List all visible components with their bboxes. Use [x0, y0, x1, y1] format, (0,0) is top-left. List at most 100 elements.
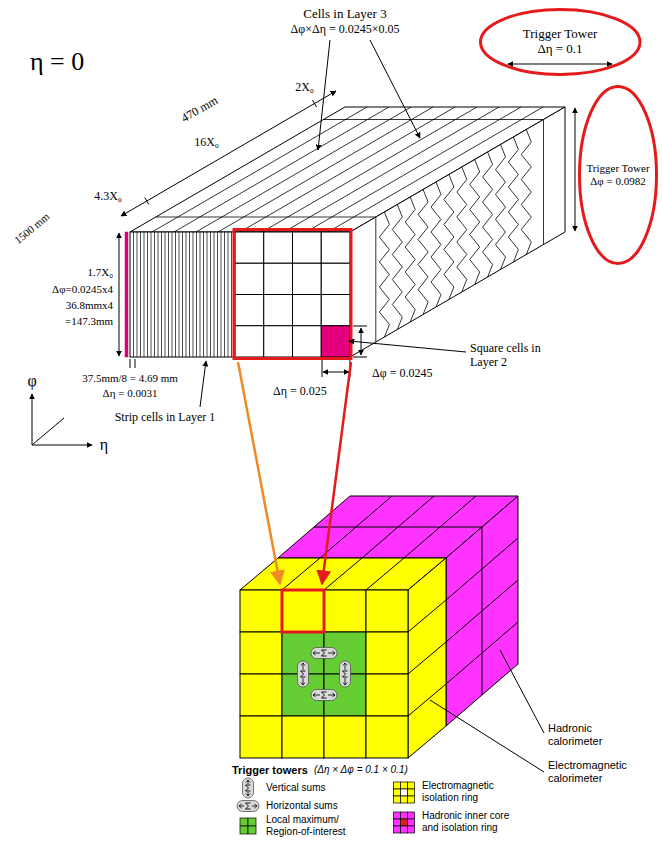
swatch-cell	[394, 796, 401, 803]
swatch-cell	[401, 782, 408, 789]
strip-cell	[168, 232, 169, 357]
tower-boundary	[282, 558, 320, 590]
isolation-tower	[324, 716, 366, 758]
accordion-absorber	[444, 175, 454, 300]
swatch-cell	[401, 812, 408, 819]
sigma-symbol	[246, 803, 251, 809]
legend-title: Trigger towers	[232, 764, 308, 777]
axis-arrow	[32, 394, 33, 445]
trigger-tower-ellipse: Trigger TowerΔη = 0.1	[479, 8, 642, 76]
layer2-cell	[235, 295, 264, 326]
sigma-symbol	[322, 692, 327, 698]
sum-arrow	[333, 693, 336, 697]
trigger-tower-ellipse: Trigger TowerΔφ = 0.0982	[578, 85, 658, 265]
layer3-cell-boundary	[152, 107, 367, 232]
strip-cell	[137, 232, 138, 357]
layer1-label: Strip cells in Layer 1	[115, 411, 216, 425]
strip-cell	[161, 232, 162, 357]
phi-dimension: Δφ=0.0245x4	[52, 283, 113, 296]
leader-line	[370, 40, 420, 138]
layer2-cell	[264, 263, 293, 294]
strip-cell	[179, 232, 180, 357]
dimension-tick	[353, 357, 367, 358]
accordion-absorber	[521, 130, 531, 255]
strip-cell	[217, 232, 218, 357]
layer2-cell	[321, 295, 350, 326]
strip-cell	[221, 232, 222, 357]
strip-cell	[189, 232, 190, 357]
accordion-absorber	[379, 212, 389, 337]
em-label: Electromagnetic calorimeter	[548, 759, 658, 784]
swatch-cell	[394, 812, 401, 819]
calorimeter-side-face	[350, 107, 565, 357]
tower-boundary	[324, 558, 362, 590]
accordion-absorber	[418, 190, 428, 315]
leader-line	[349, 341, 466, 352]
isolation-tower	[240, 632, 282, 674]
legend-item: Horizontal sums	[236, 800, 386, 812]
swatch-cell	[401, 796, 408, 803]
strip-cell	[154, 232, 155, 357]
tower-label: Δφ = 0.0982	[586, 175, 650, 188]
accordion-absorber	[457, 167, 467, 292]
axis-arrow	[32, 445, 92, 446]
dimension-tick	[145, 198, 149, 205]
dimension-tick	[130, 359, 131, 368]
sum-arrow	[301, 663, 305, 666]
sigma-symbol	[246, 785, 251, 791]
phi-dimension: 36.8mmx4	[66, 299, 113, 312]
swatch-cell	[394, 782, 401, 789]
tower-boundary	[408, 600, 446, 632]
isolation-tower	[366, 590, 408, 632]
layer2-cell	[321, 263, 350, 294]
sum-capsule	[298, 661, 309, 687]
layer2-cell	[264, 326, 293, 357]
region-of-interest-tower	[324, 632, 366, 674]
swatch-cell	[401, 819, 408, 826]
layer2-cell	[235, 326, 264, 357]
strip-cell	[203, 232, 204, 357]
dimension-line	[119, 233, 120, 356]
strip-cell	[147, 232, 148, 357]
highlight-square	[282, 590, 324, 632]
tower-label: Δη = 0.1	[495, 42, 625, 57]
axis-label: φ	[27, 372, 36, 390]
leader-line	[200, 361, 206, 407]
legend-item: Local maximum/ Region-of-interest	[236, 814, 366, 838]
tower-boundary	[366, 558, 404, 590]
strip-cell	[196, 232, 197, 357]
layer-boundary	[375, 217, 376, 342]
sum-arrow	[239, 804, 242, 808]
accordion-absorber	[405, 197, 415, 322]
em-side-face	[408, 558, 446, 758]
strip-size: Δη = 0.0031	[103, 387, 158, 400]
dimension-line	[575, 108, 576, 231]
layer2-cell	[293, 326, 322, 357]
strip-cell	[210, 232, 211, 357]
strip-cell	[207, 232, 208, 357]
dimension-line	[323, 372, 349, 373]
layer2-cell	[293, 232, 322, 263]
legend-item: Vertical sums	[236, 778, 386, 798]
layer2-cell	[321, 232, 350, 263]
layer3-cell-boundary	[262, 107, 477, 232]
isolation-tower	[324, 590, 366, 632]
strip-cell	[186, 232, 187, 357]
depth-dimension: 470 mm	[179, 94, 220, 126]
radiation-length: 16X₀	[194, 136, 219, 150]
strip-cell	[158, 232, 159, 357]
tower-label: Trigger Tower	[586, 162, 650, 175]
isolation-tower	[240, 716, 282, 758]
legend-text: Electromagnetic isolation ring	[422, 780, 527, 804]
swatch-cell	[408, 782, 415, 789]
dimension-line	[361, 328, 362, 355]
strip-cell	[214, 232, 215, 357]
layer2-cell	[264, 232, 293, 263]
leader-line	[430, 700, 544, 772]
isolation-tower	[282, 716, 324, 758]
sum-arrow	[343, 683, 347, 686]
dimension-tick	[135, 359, 136, 368]
layer2-cell	[264, 295, 293, 326]
layer-boundary	[543, 120, 544, 245]
layer3-cell-boundary	[174, 107, 389, 232]
